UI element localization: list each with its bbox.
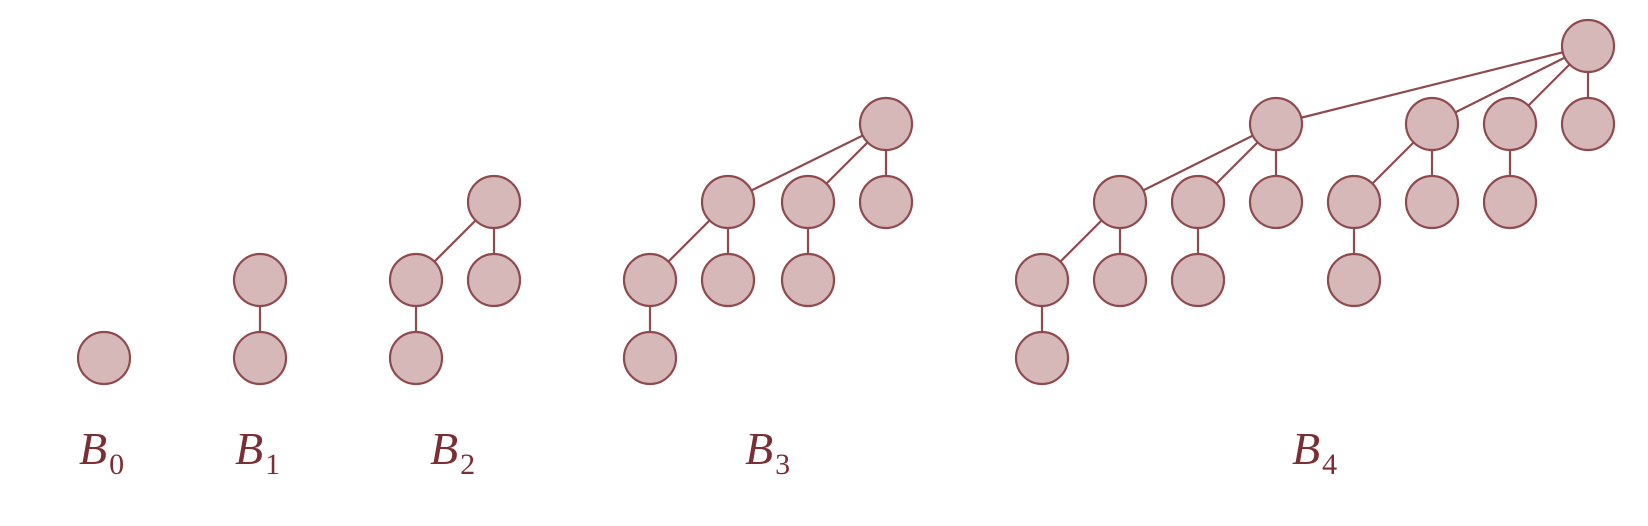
tree-label-subscript: 0 bbox=[109, 448, 124, 481]
tree-node bbox=[858, 174, 914, 230]
tree-b0 bbox=[76, 330, 132, 386]
tree-edge bbox=[1118, 122, 1278, 204]
tree-edge bbox=[1274, 44, 1590, 126]
tree-node bbox=[622, 252, 678, 308]
tree-node bbox=[232, 252, 288, 308]
tree-node bbox=[232, 330, 288, 386]
tree-label-subscript: 4 bbox=[1322, 448, 1337, 481]
tree-b3 bbox=[622, 96, 914, 386]
tree-label-subscript: 3 bbox=[775, 448, 790, 481]
tree-node bbox=[1014, 252, 1070, 308]
tree-label-main: B bbox=[79, 423, 107, 474]
tree-label-main: B bbox=[745, 423, 773, 474]
tree-node bbox=[1404, 96, 1460, 152]
tree-label-main: B bbox=[235, 423, 263, 474]
tree-node bbox=[1326, 174, 1382, 230]
tree-label-subscript: 2 bbox=[460, 448, 475, 481]
tree-node bbox=[1248, 96, 1304, 152]
tree-label-main: B bbox=[1292, 423, 1320, 474]
tree-b1 bbox=[232, 252, 288, 386]
tree-node bbox=[1482, 96, 1538, 152]
tree-edge bbox=[1430, 44, 1590, 126]
tree-label-b3: B3 bbox=[745, 423, 790, 481]
tree-node bbox=[466, 174, 522, 230]
tree-node bbox=[388, 330, 444, 386]
tree-node bbox=[700, 252, 756, 308]
tree-node bbox=[1014, 330, 1070, 386]
tree-node bbox=[1326, 252, 1382, 308]
tree-node bbox=[858, 96, 914, 152]
tree-label-b2: B2 bbox=[430, 423, 475, 481]
tree-node bbox=[1560, 18, 1616, 74]
tree-node bbox=[780, 174, 836, 230]
tree-node bbox=[1092, 174, 1148, 230]
tree-b2 bbox=[388, 174, 522, 386]
tree-node bbox=[1560, 96, 1616, 152]
tree-node bbox=[1092, 252, 1148, 308]
tree-node bbox=[388, 252, 444, 308]
tree-label-b0: B0 bbox=[79, 423, 124, 481]
tree-label-b4: B4 bbox=[1292, 423, 1337, 481]
tree-node bbox=[76, 330, 132, 386]
tree-node bbox=[1170, 252, 1226, 308]
tree-node bbox=[466, 252, 522, 308]
tree-label-b1: B1 bbox=[235, 423, 280, 481]
tree-node bbox=[780, 252, 836, 308]
tree-label-main: B bbox=[430, 423, 458, 474]
tree-node bbox=[1170, 174, 1226, 230]
tree-edge bbox=[726, 122, 888, 204]
tree-label-subscript: 1 bbox=[265, 448, 280, 481]
tree-node bbox=[700, 174, 756, 230]
tree-node bbox=[1482, 174, 1538, 230]
tree-node bbox=[622, 330, 678, 386]
tree-node bbox=[1404, 174, 1460, 230]
tree-node bbox=[1248, 174, 1304, 230]
tree-b4 bbox=[1014, 18, 1616, 386]
